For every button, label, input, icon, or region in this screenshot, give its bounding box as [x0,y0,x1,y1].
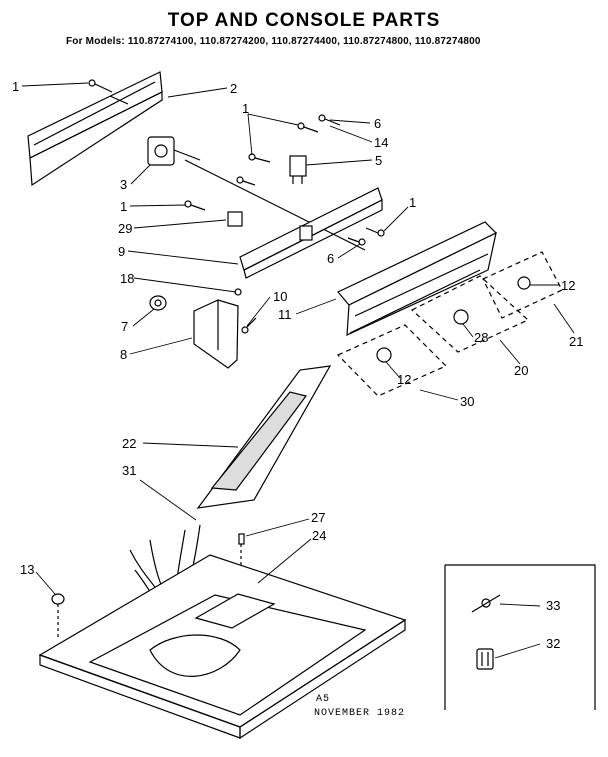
callout-24: 24 [312,528,327,543]
knob-icon [149,295,167,311]
timer-motor-icon [147,136,366,251]
callout-1b: 1 [242,101,250,116]
dryer-top [38,554,407,740]
callout-9: 9 [118,244,126,259]
callout-29: 29 [118,221,133,236]
callout-30: 30 [460,394,475,409]
callout-13: 13 [20,562,35,577]
footer-code: A5 [316,694,331,705]
dashed-group-boxes [336,251,563,397]
leader-lines [21,82,575,659]
callout-8: 8 [120,347,128,362]
bracket-icon [227,211,243,227]
callout-11: 11 [278,307,292,322]
top-rear-panel [27,71,163,187]
control-panel-hood [196,365,332,509]
inset-box [444,564,596,710]
callout-12a: 12 [561,278,576,293]
callout-27: 27 [311,510,326,525]
switch-icon [289,155,307,184]
console-panel [337,221,498,336]
footer-date: NOVEMBER 1982 [314,708,406,719]
callout-14: 14 [374,135,389,150]
callout-1a: 1 [12,79,20,94]
clip-icon [51,593,65,640]
callout-1c: 1 [120,199,128,214]
callout-6a: 6 [374,116,382,131]
callout-21: 21 [569,334,584,349]
callout-1d: 1 [409,195,417,210]
callout-32: 32 [546,636,561,651]
callout-22: 22 [122,436,137,451]
models-line: For Models: 110.87274100, 110.87274200, … [66,36,481,47]
callout-18: 18 [120,271,135,286]
console-bracket-rail [239,187,383,279]
callout-3: 3 [120,177,128,192]
callout-10: 10 [273,289,288,304]
callout-33: 33 [546,598,561,613]
callout-2: 2 [230,81,238,96]
callout-31: 31 [122,463,137,478]
callout-20: 20 [514,363,529,378]
console-knob-icons [376,276,531,363]
callout-28: 28 [474,330,489,345]
callout-12b: 12 [397,372,412,387]
wiring-harness [129,524,201,611]
page-title: TOP AND CONSOLE PARTS [167,10,441,31]
callout-6b: 6 [327,251,335,266]
end-cap [193,299,239,369]
callout-5: 5 [375,153,383,168]
callout-7: 7 [121,319,129,334]
